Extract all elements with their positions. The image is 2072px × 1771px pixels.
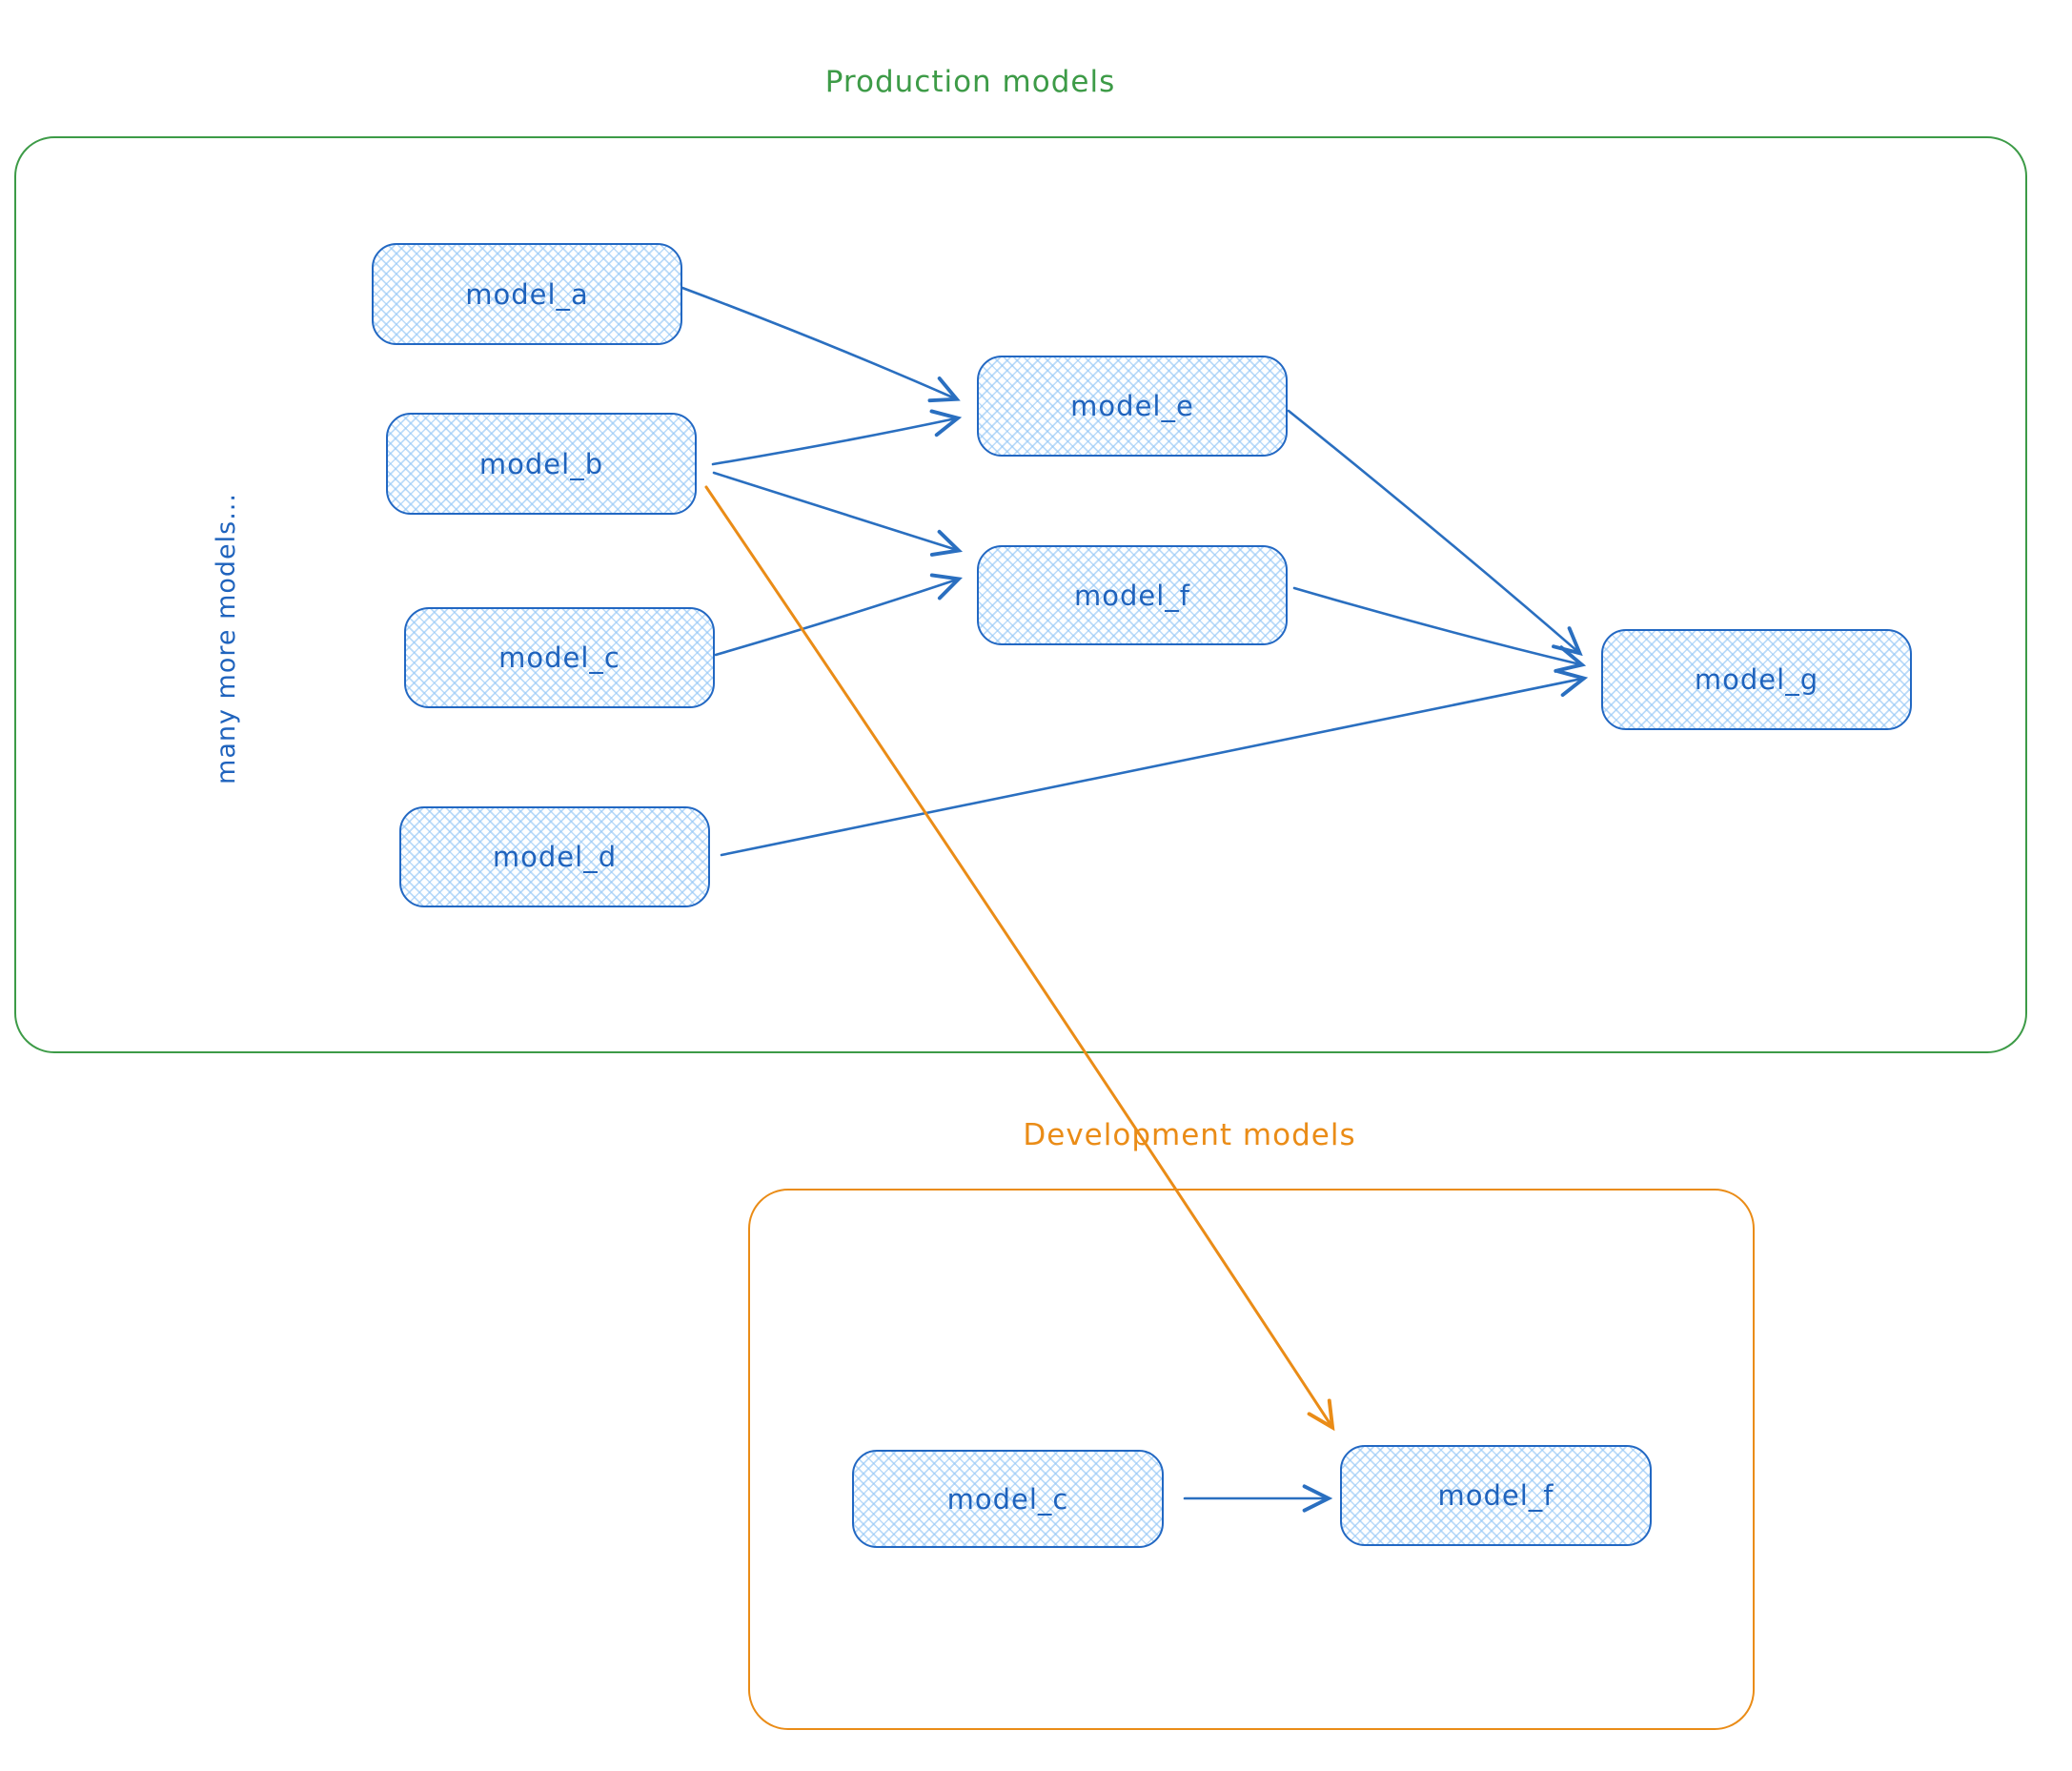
node-dev-model-f: model_f xyxy=(1340,1445,1652,1546)
many-more-models-note: many more models... xyxy=(212,493,241,784)
node-model-f: model_f xyxy=(977,545,1288,645)
development-group-title: Development models xyxy=(1023,1118,1356,1152)
node-label: model_f xyxy=(1073,579,1190,612)
node-label: model_c xyxy=(946,1482,1069,1516)
node-model-d: model_d xyxy=(399,806,710,907)
node-model-e: model_e xyxy=(977,356,1288,457)
node-label: model_g xyxy=(1694,663,1819,696)
node-model-a: model_a xyxy=(372,243,682,345)
production-group-title: Production models xyxy=(824,65,1116,99)
node-label: model_a xyxy=(465,277,589,311)
node-label: model_b xyxy=(478,447,604,480)
node-label: model_e xyxy=(1070,390,1194,422)
node-label: model_c xyxy=(498,641,620,674)
node-model-b: model_b xyxy=(386,413,697,515)
node-model-c: model_c xyxy=(404,607,715,708)
node-model-g: model_g xyxy=(1601,629,1912,730)
node-label: model_d xyxy=(492,841,618,873)
node-label: model_f xyxy=(1437,1479,1554,1512)
node-dev-model-c: model_c xyxy=(852,1450,1164,1548)
